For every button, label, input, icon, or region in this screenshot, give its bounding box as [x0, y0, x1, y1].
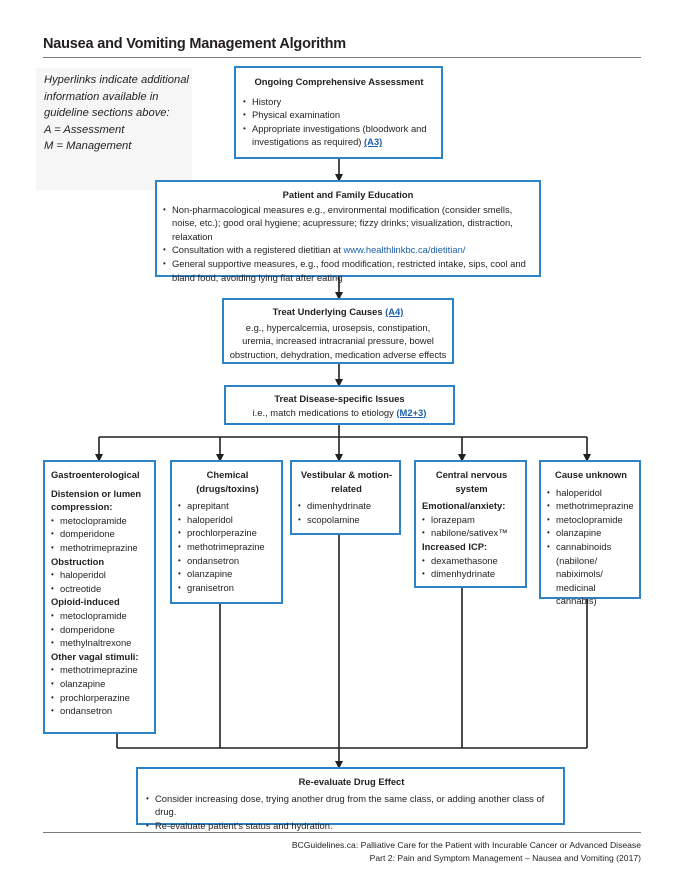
list-item-text: Appropriate investigations (bloodwork an…	[252, 122, 427, 148]
gastro-section-label: Other vagal stimuli:	[51, 650, 139, 662]
list-item: Re-evaluate patient’s status and hydrati…	[146, 819, 557, 833]
list-item: scopolamine	[298, 513, 395, 527]
disease-body-row: i.e., match medications to etiology (M2+…	[230, 406, 449, 420]
reevaluate-heading: Re-evaluate Drug Effect	[298, 776, 405, 787]
list-item: History	[243, 95, 435, 109]
gastro-section-label: Opioid-induced	[51, 596, 120, 608]
assessment-box: Ongoing Comprehensive Assessment History…	[234, 66, 443, 159]
list-item: Appropriate investigations (bloodwork an…	[243, 122, 435, 149]
title-rule	[43, 57, 641, 58]
list-item: methylnaltrexone	[51, 636, 150, 650]
list-item: Consultation with a registered dietitian…	[163, 243, 533, 257]
list-item: metoclopramide	[51, 609, 150, 623]
list-item: domperidone	[51, 527, 150, 541]
causes-box: Treat Underlying Causes (A4) e.g., hyper…	[222, 298, 454, 364]
list-item-text: Consultation with a registered dietitian…	[172, 244, 344, 256]
list-item: olanzapine	[178, 567, 277, 581]
footer-rule	[43, 832, 641, 833]
list-item: lorazepam	[422, 513, 521, 527]
unknown-heading: Cause unknown	[555, 469, 627, 480]
footer: BCGuidelines.ca: Palliative Care for the…	[292, 839, 641, 864]
disease-link-m2-3[interactable]: (M2+3)	[396, 406, 427, 418]
list-item: prochlorperazine	[178, 526, 277, 540]
cns-heading: Central nervous system	[435, 469, 508, 494]
list-item: dimenhydrinate	[298, 499, 395, 513]
cns-section-label: Emotional/anxiety:	[422, 500, 506, 512]
education-box: Patient and Family Education Non-pharmac…	[155, 180, 541, 283]
hyperlink-legend: Hyperlinks indicate additional informati…	[36, 68, 192, 190]
page-title: Nausea and Vomiting Management Algorithm	[43, 36, 346, 52]
assessment-link-a3[interactable]: (A3)	[364, 136, 383, 148]
list-item: Consider increasing dose, trying another…	[146, 792, 557, 819]
disease-body: i.e., match medications to etiology	[252, 406, 394, 418]
list-item: dexamethasone	[422, 554, 521, 568]
footer-line: Part 2: Pain and Symptom Management – Na…	[369, 852, 641, 863]
legend-line: A = Assessment	[44, 123, 125, 136]
list-item: metoclopramide	[547, 513, 635, 527]
list-item: dimenhydrinate	[422, 567, 521, 581]
list-item: aprepitant	[178, 499, 277, 513]
vestibular-box: Vestibular & motion-related dimenhydrina…	[290, 460, 401, 535]
list-item: General supportive measures, e.g., food …	[163, 257, 533, 284]
gastro-box: Gastroenterological Distension or lumen …	[43, 460, 156, 734]
assessment-heading: Ongoing Comprehensive Assessment	[254, 76, 424, 87]
list-item: prochlorperazine	[51, 691, 150, 705]
list-item: ondansetron	[51, 704, 150, 718]
gastro-heading: Gastroenterological	[51, 469, 140, 480]
footer-line: BCGuidelines.ca: Palliative Care for the…	[291, 840, 641, 850]
list-item: Physical examination	[243, 108, 435, 122]
list-item: domperidone	[51, 623, 150, 637]
list-item: olanzapine	[547, 526, 635, 540]
cns-section-label: Increased ICP:	[422, 540, 488, 552]
list-item: octreotide	[51, 582, 150, 596]
causes-link-a4[interactable]: (A4)	[385, 306, 404, 317]
list-item: haloperidol	[178, 513, 277, 527]
legend-line: guideline sections above:	[44, 107, 170, 119]
chemical-box: Chemical (drugs/toxins) aprepitant halop…	[170, 460, 283, 604]
cns-box: Central nervous system Emotional/anxiety…	[414, 460, 527, 588]
education-heading: Patient and Family Education	[282, 189, 414, 200]
chemical-heading: Chemical (drugs/toxins)	[196, 469, 259, 494]
list-item: methotrimeprazine	[178, 540, 277, 554]
disease-box: Treat Disease-specific Issues i.e., matc…	[224, 385, 455, 425]
list-item: metoclopramide	[51, 514, 150, 528]
list-item: methotrimeprazine	[51, 663, 150, 677]
list-item: haloperidol	[547, 486, 635, 500]
list-item: granisetron	[178, 581, 277, 595]
list-item: Non-pharmacological measures e.g., envir…	[163, 203, 533, 244]
gastro-section-label: Obstruction	[51, 555, 105, 567]
list-item: methotrimeprazine	[547, 499, 635, 513]
dietitian-link[interactable]: www.healthlinkbc.ca/dietitian/	[343, 244, 466, 256]
list-item: olanzapine	[51, 677, 150, 691]
list-item: ondansetron	[178, 554, 277, 568]
list-item: methotrimeprazine	[51, 541, 150, 555]
disease-heading: Treat Disease-specific Issues	[274, 393, 405, 404]
legend-line: information available in	[44, 90, 159, 103]
gastro-section-label: Distension or lumen compression:	[51, 487, 142, 513]
legend-line: Hyperlinks indicate additional	[44, 74, 189, 86]
causes-heading: Treat Underlying Causes	[272, 306, 383, 317]
list-item: haloperidol	[51, 568, 150, 582]
causes-heading-row: Treat Underlying Causes (A4)	[229, 305, 447, 319]
list-item: cannabinoids (nabilone/ nabiximols/ medi…	[547, 540, 635, 608]
legend-line: M = Management	[44, 140, 132, 152]
causes-body: e.g., hypercalcemia, urosepsis, constipa…	[229, 321, 447, 360]
unknown-box: Cause unknown haloperidol methotrimepraz…	[539, 460, 641, 606]
vestibular-heading: Vestibular & motion-related	[300, 469, 393, 494]
list-item: nabilone/sativex™	[422, 526, 521, 540]
reevaluate-box: Re-evaluate Drug Effect Consider increas…	[136, 767, 565, 832]
